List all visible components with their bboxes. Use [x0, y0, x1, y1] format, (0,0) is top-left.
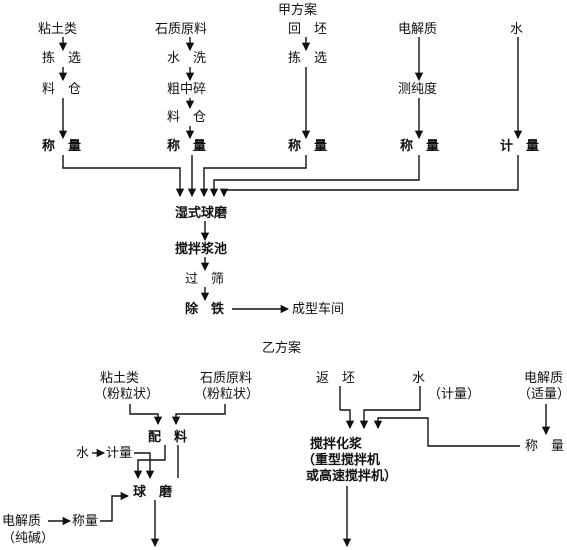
node-forming-workshop: 成型车间 — [292, 301, 344, 317]
node-wash: 水 洗 — [167, 51, 206, 66]
node-metering: （计量） — [428, 387, 480, 402]
node-sorting: 拣 选 — [42, 51, 81, 66]
node-powder-form: （粉粒状） — [194, 387, 259, 402]
node-returned: 返 坯 — [316, 371, 355, 386]
node-weigh: 称量 — [72, 514, 98, 529]
plan-b-title: 乙方案 — [262, 340, 301, 356]
node-metering: 计 量 — [500, 138, 539, 154]
plan-b-right-inputs: 返 坯 水 （计量） 电解质 （适量） — [316, 371, 567, 402]
node-weigh: 称 量 — [400, 138, 439, 154]
node-stone-raw: 石质原料 — [155, 22, 207, 37]
node-silo: 料 仓 — [42, 82, 81, 97]
plan-a-title: 甲方案 — [278, 2, 317, 18]
node-water: 水 — [76, 446, 89, 461]
node-purity-test: 测纯度 — [398, 81, 437, 97]
node-silo: 料 仓 — [167, 110, 206, 125]
plan-a-stone-column: 石质原料 水 洗 粗中碎 料 仓 称 量 — [155, 22, 207, 154]
node-sieving: 过 筛 — [185, 272, 224, 287]
node-returned: 回 坯 — [288, 22, 327, 37]
node-heavy-mixer: （重型搅拌机 — [302, 452, 380, 468]
node-high-speed-mixer: 或高速搅拌机） — [306, 468, 397, 484]
node-stone-raw: 石质原料 — [200, 371, 252, 386]
node-proper-amount: （适量） — [518, 387, 567, 402]
node-water: 水 — [510, 22, 523, 37]
node-ball-mill: 球 磨 — [133, 484, 172, 500]
plan-a-clay-column: 粘土类 拣 选 料 仓 称 量 — [38, 22, 81, 154]
plan-a-electrolyte-column: 电解质 测纯度 称 量 — [398, 22, 439, 154]
node-water: 水 — [412, 371, 425, 386]
node-slurry-tank: 搅拌浆池 — [175, 241, 227, 257]
plan-a-returned-column: 回 坯 拣 选 称 量 — [288, 22, 327, 154]
plan-b-inputs: 粘土类 （粉粒状） 石质原料 （粉粒状） — [94, 371, 259, 402]
node-batching: 配 料 — [148, 429, 187, 445]
node-mixing-slurry: 搅拌化浆 — [310, 436, 363, 452]
node-crush: 粗中碎 — [167, 82, 206, 97]
node-powder-form: （粉粒状） — [94, 387, 159, 402]
node-clay: 粘土类 — [38, 22, 77, 37]
node-clay: 粘土类 — [100, 371, 139, 386]
plan-a-main-chain: 湿式球磨 搅拌浆池 过 筛 除 铁 成型车间 — [175, 205, 344, 317]
node-weigh: 称 量 — [525, 439, 564, 454]
plan-a-water-column: 水 计 量 — [500, 22, 539, 154]
node-soda-ash: （纯碱） — [2, 531, 54, 546]
node-electrolyte: 电解质 — [524, 371, 563, 386]
node-electrolyte: 电解质 — [398, 22, 437, 37]
node-electrolyte: 电解质 — [2, 514, 41, 529]
node-wet-ball-mill: 湿式球磨 — [175, 205, 227, 221]
node-weigh: 称 量 — [288, 138, 327, 154]
node-sorting: 拣 选 — [288, 51, 327, 66]
plan-b-mixing: 搅拌化浆 （重型搅拌机 或高速搅拌机） — [302, 436, 397, 484]
node-weigh: 称 量 — [167, 138, 206, 154]
node-iron-removal: 除 铁 — [185, 301, 224, 317]
node-metering: 计量 — [106, 446, 132, 461]
node-weigh: 称 量 — [42, 138, 81, 154]
